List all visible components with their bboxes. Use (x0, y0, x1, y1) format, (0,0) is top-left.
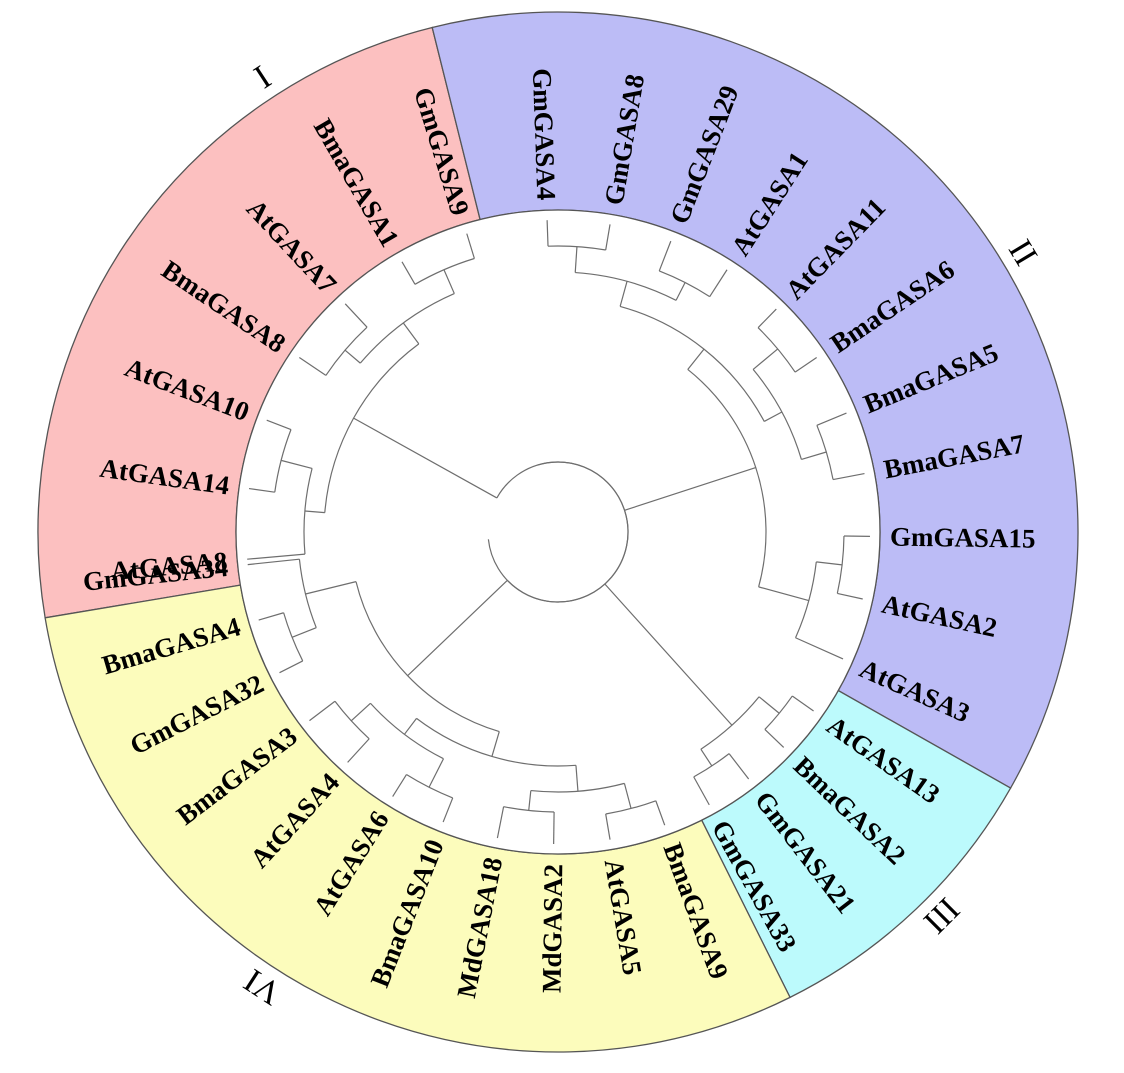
tree-inner-disc (236, 210, 880, 854)
leaf-label: GmGASA15 (890, 522, 1036, 554)
leaf-label: GmGASA4 (527, 68, 562, 201)
clade-label-ii: II (1001, 234, 1044, 272)
leaf-label: MdGASA2 (537, 864, 569, 993)
clade-label-i: I (248, 59, 278, 96)
